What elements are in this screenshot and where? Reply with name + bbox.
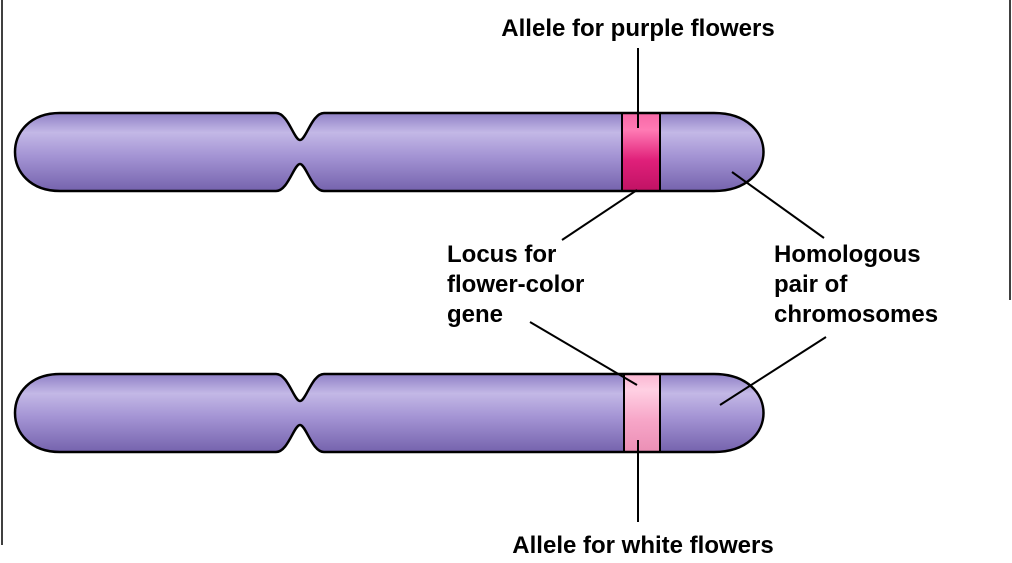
homologous-label-line-1: Homologous [774,241,921,268]
locus-label: Locus for flower-color gene [447,241,591,328]
homologous-label-line-2: pair of [774,271,848,298]
locus-label-line-2: flower-color [447,271,584,298]
leader-homologous-top [732,172,824,238]
leader-homologous-bottom [720,337,826,405]
bottom-chromosome [15,360,764,460]
homologous-label: Homologous pair of chromosomes [774,241,938,328]
homologous-label-line-3: chromosomes [774,301,938,328]
locus-label-line-1: Locus for [447,241,556,268]
bottom-allele-label: Allele for white flowers [512,532,773,559]
purple-allele-band [622,100,660,200]
top-chromosome [15,100,764,200]
locus-label-line-3: gene [447,301,503,328]
leader-locus-top [562,190,637,240]
top-allele-label: Allele for purple flowers [501,15,774,42]
